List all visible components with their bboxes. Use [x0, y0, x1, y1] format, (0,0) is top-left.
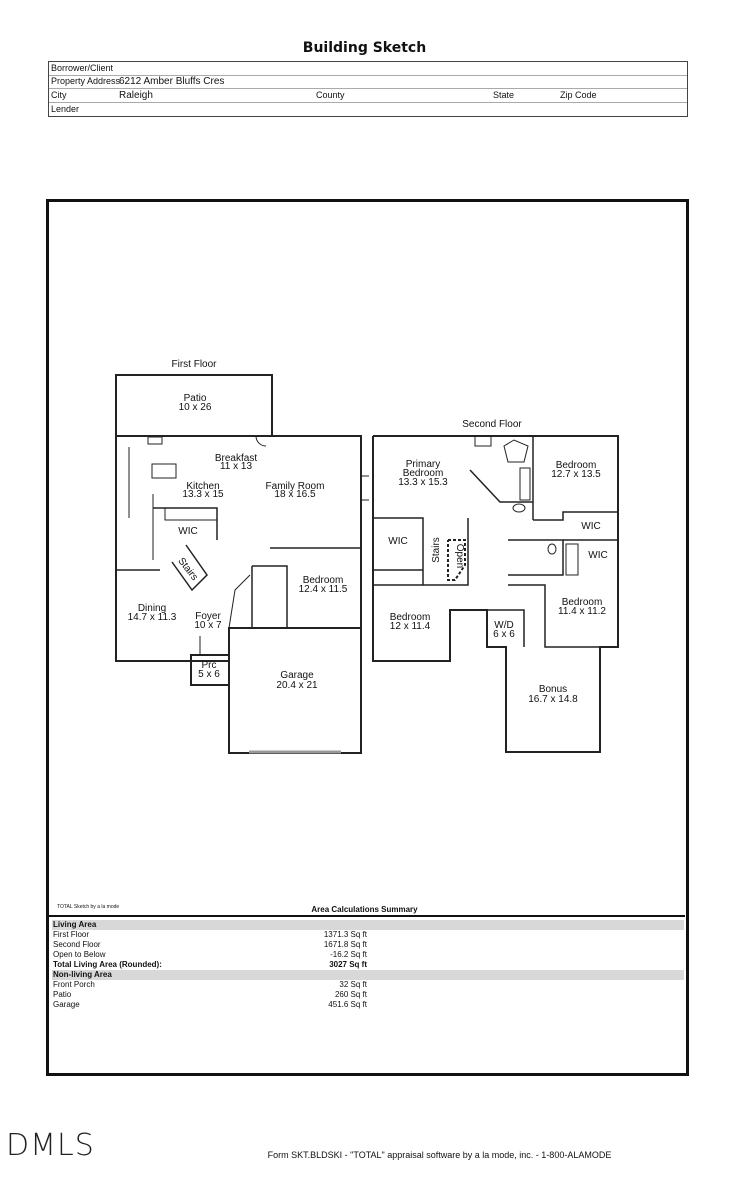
nonliving-area-header-label: Non-living Area	[53, 970, 112, 979]
room-porch-size: 5 x 6	[198, 669, 220, 680]
area-summary-title: Area Calculations Summary	[311, 905, 418, 914]
area-row-label: Front Porch	[53, 980, 95, 989]
room-bedroom4-size: 11.4 x 11.2	[558, 606, 606, 617]
area-row-label: Garage	[53, 1000, 80, 1009]
room-open-name: Open	[454, 544, 465, 568]
room-bedroom2-size: 12.7 x 13.5	[551, 469, 601, 480]
room-foyer-name: Foyer	[195, 611, 221, 622]
room-wic-name: WIC	[178, 526, 197, 537]
area-row-label: First Floor	[53, 930, 89, 939]
second-floor-walls	[372, 435, 619, 753]
living-area-header-label: Living Area	[53, 920, 97, 929]
county-label: County	[316, 90, 345, 100]
property-value: 6212 Amber Bluffs Cres	[119, 76, 225, 87]
property-row: Property Address 6212 Amber Bluffs Cres	[49, 75, 687, 89]
room-garage-size: 20.4 x 21	[276, 680, 318, 691]
room-porch-name: Prc	[202, 660, 217, 671]
room-wd-size: 6 x 6	[493, 629, 515, 640]
area-row-label: Patio	[53, 990, 72, 999]
living-area-header: Living Area	[52, 920, 684, 930]
city-value: Raleigh	[119, 90, 153, 101]
area-row-value: 260 Sq ft	[334, 990, 367, 999]
room-primary-line2: Bedroom	[403, 468, 444, 479]
footer-form-text: Form SKT.BLDSKI - "TOTAL" appraisal soft…	[267, 1150, 612, 1160]
room-kitchen-name: Kitchen	[186, 481, 219, 492]
area-row: Garage 451.6 Sq ft	[52, 1000, 684, 1010]
total-living-value: 3027 Sq ft	[329, 960, 367, 969]
room-stairs2-name: Stairs	[431, 537, 442, 563]
room-wic1-name: WIC	[388, 536, 407, 547]
room-dining-name: Dining	[138, 603, 166, 614]
room-patio-size: 10 x 26	[179, 402, 212, 413]
room-foyer-size: 10 x 7	[194, 620, 222, 631]
lender-row: Lender	[49, 103, 687, 116]
room-family-name: Family Room	[266, 481, 325, 492]
room-kitchen-size: 13.3 x 15	[182, 489, 224, 500]
room-bedroom2-name: Bedroom	[556, 460, 597, 471]
nonliving-area-header: Non-living Area	[52, 970, 684, 980]
dmls-logo: DMLS	[6, 1128, 95, 1163]
room-patio-name: Patio	[184, 393, 207, 404]
room-bonus-size: 16.7 x 14.8	[528, 694, 578, 705]
area-row-value: 32 Sq ft	[339, 980, 367, 989]
area-summary-table: Living Area First Floor 1371.3 Sq ft Sec…	[52, 920, 684, 1010]
total-living-row: Total Living Area (Rounded): 3027 Sq ft	[52, 960, 684, 970]
area-row-label: Open to Below	[53, 950, 106, 959]
area-row-value: 1371.3 Sq ft	[323, 930, 367, 939]
room-bedroom4-name: Bedroom	[562, 597, 603, 608]
room-bedroom3-name: Bedroom	[390, 612, 431, 623]
room-wd-name: W/D	[494, 620, 513, 631]
state-label: State	[493, 90, 515, 100]
area-row: Open to Below -16.2 Sq ft	[52, 950, 684, 960]
area-row-value: 1671.8 Sq ft	[323, 940, 367, 949]
lender-label: Lender	[51, 104, 80, 114]
first-floor-label: First Floor	[172, 359, 218, 370]
room-breakfast-name: Breakfast	[215, 453, 257, 464]
area-row: Front Porch 32 Sq ft	[52, 980, 684, 990]
city-row: City Raleigh County State Zip Code	[49, 89, 687, 103]
property-label: Property Address	[51, 76, 121, 86]
area-row: Patio 260 Sq ft	[52, 990, 684, 1000]
form-footer: Form SKT.BLDSKI - "TOTAL" appraisal soft…	[0, 1150, 729, 1160]
room-garage-name: Garage	[280, 670, 314, 681]
page-title: Building Sketch	[302, 40, 427, 56]
city-label: City	[51, 90, 67, 100]
room-breakfast-size: 11 x 13	[220, 461, 252, 472]
room-bedroom3-size: 12 x 11.4	[390, 621, 431, 632]
room-wic2-name: WIC	[581, 521, 600, 532]
area-divider	[49, 915, 685, 917]
zip-label: Zip Code	[560, 90, 597, 100]
borrower-label: Borrower/Client	[51, 63, 114, 73]
sketch-credit: TOTAL Sketch by a la mode	[57, 904, 120, 910]
borrower-row: Borrower/Client	[49, 62, 687, 76]
sketch-frame	[46, 199, 689, 1076]
room-wic3-name: WIC	[588, 550, 607, 561]
area-row-value: -16.2 Sq ft	[330, 950, 367, 959]
room-dining-size: 14.7 x 11.3	[128, 612, 177, 623]
total-living-label: Total Living Area (Rounded):	[53, 960, 162, 969]
area-row-label: Second Floor	[53, 940, 101, 949]
area-row-value: 451.6 Sq ft	[328, 1000, 367, 1009]
header-info-box: Borrower/Client Property Address 6212 Am…	[48, 61, 688, 117]
room-primary-line1: Primary	[406, 459, 440, 470]
area-row: Second Floor 1671.8 Sq ft	[52, 940, 684, 950]
area-row: First Floor 1371.3 Sq ft	[52, 930, 684, 940]
room-bedroom-name: Bedroom	[303, 575, 344, 586]
second-floor-label: Second Floor	[462, 419, 522, 430]
room-bedroom-size: 12.4 x 11.5	[299, 584, 348, 595]
first-floor-walls	[115, 374, 369, 754]
room-bonus-name: Bonus	[539, 684, 567, 695]
room-family-size: 18 x 16.5	[274, 489, 316, 500]
room-primary-size: 13.3 x 15.3	[398, 477, 448, 488]
